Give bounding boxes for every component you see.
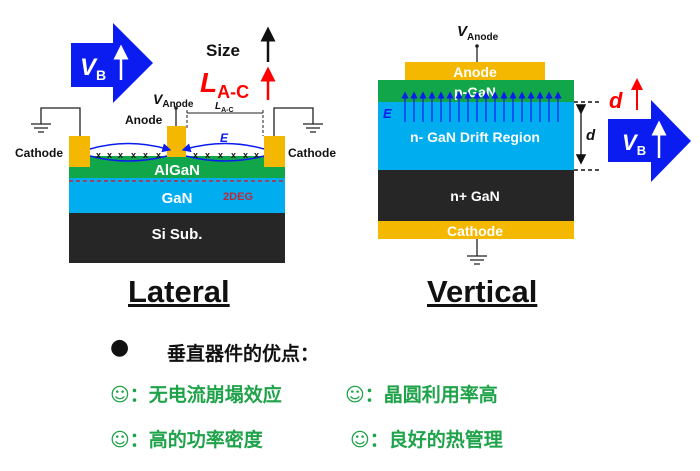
p-gan-label: p-GaN — [454, 84, 496, 100]
advantages-heading: 垂直器件的优点： — [167, 343, 320, 365]
e-field-label: E — [383, 106, 392, 121]
vb-label: VB — [80, 54, 106, 83]
bullet-icon: ● — [110, 335, 130, 360]
2deg-label: 2DEG — [223, 191, 253, 203]
cathode-label-right: Cathode — [288, 146, 336, 160]
anode-pad — [167, 126, 186, 157]
svg-text:x: x — [107, 150, 112, 160]
cathode-pad-right — [264, 136, 285, 167]
v-anode-label: VAnode — [153, 91, 194, 110]
ground-icon — [273, 107, 323, 136]
svg-text:x: x — [231, 150, 236, 160]
lateral-caption: Lateral — [128, 274, 230, 309]
svg-text:x: x — [96, 150, 101, 160]
vb-label: VB — [622, 130, 646, 158]
field-line — [181, 142, 265, 153]
svg-text:x: x — [243, 150, 248, 160]
svg-text:x: x — [193, 150, 198, 160]
cathode-label-left: Cathode — [15, 146, 63, 160]
n-plus-label: n+ GaN — [450, 188, 499, 204]
ground-icon — [467, 239, 487, 265]
lac-dimension-label: LA-C — [215, 101, 234, 114]
drift-label: n- GaN Drift Region — [410, 129, 540, 145]
svg-text:x: x — [218, 150, 223, 160]
vertical-device: VAnode Anode p-GaN n- GaN Drift Region n… — [378, 23, 691, 265]
e-field-label: E — [220, 131, 229, 145]
size-label: Size — [206, 41, 240, 60]
field-line — [89, 155, 168, 162]
algan-label: AlGaN — [154, 162, 200, 179]
field-line — [89, 142, 172, 153]
cathode-layer — [378, 221, 574, 239]
field-line — [185, 155, 265, 162]
si-substrate — [69, 213, 285, 263]
d-increase-label: d — [609, 88, 623, 113]
gan-layer — [69, 178, 285, 213]
advantage-item: ☺：良好的热管理 — [350, 429, 503, 451]
substrate-label: Si Sub. — [152, 226, 203, 243]
cathode-label: Cathode — [447, 223, 503, 239]
svg-text:x: x — [131, 150, 136, 160]
svg-text:x: x — [118, 150, 123, 160]
drift-region — [378, 102, 574, 170]
anode-layer — [405, 62, 545, 80]
d-label: d — [586, 127, 596, 144]
advantage-item: ☺：高的功率密度 — [110, 429, 263, 451]
vb-arrow-lateral — [71, 23, 153, 103]
svg-text:x: x — [143, 150, 148, 160]
cathode-pad-left — [69, 136, 90, 167]
advantage-item: ☺：晶圆利用率高 — [345, 384, 498, 406]
svg-text:x: x — [254, 150, 259, 160]
e-field-arrows — [401, 91, 562, 122]
ground-icon — [31, 107, 81, 136]
vertical-caption: Vertical — [427, 274, 538, 309]
svg-text:x: x — [205, 150, 210, 160]
advantage-item: ☺：无电流崩塌效应 — [110, 384, 282, 406]
lac-label: LA-C — [200, 67, 249, 102]
anode-label: Anode — [125, 113, 163, 127]
v-anode-label: VAnode — [457, 23, 499, 43]
gan-label: GaN — [162, 190, 193, 207]
svg-text:x: x — [156, 150, 161, 160]
n-plus-gan-layer — [378, 170, 574, 221]
vb-arrow-vertical — [608, 100, 691, 182]
anode-label: Anode — [453, 64, 497, 80]
